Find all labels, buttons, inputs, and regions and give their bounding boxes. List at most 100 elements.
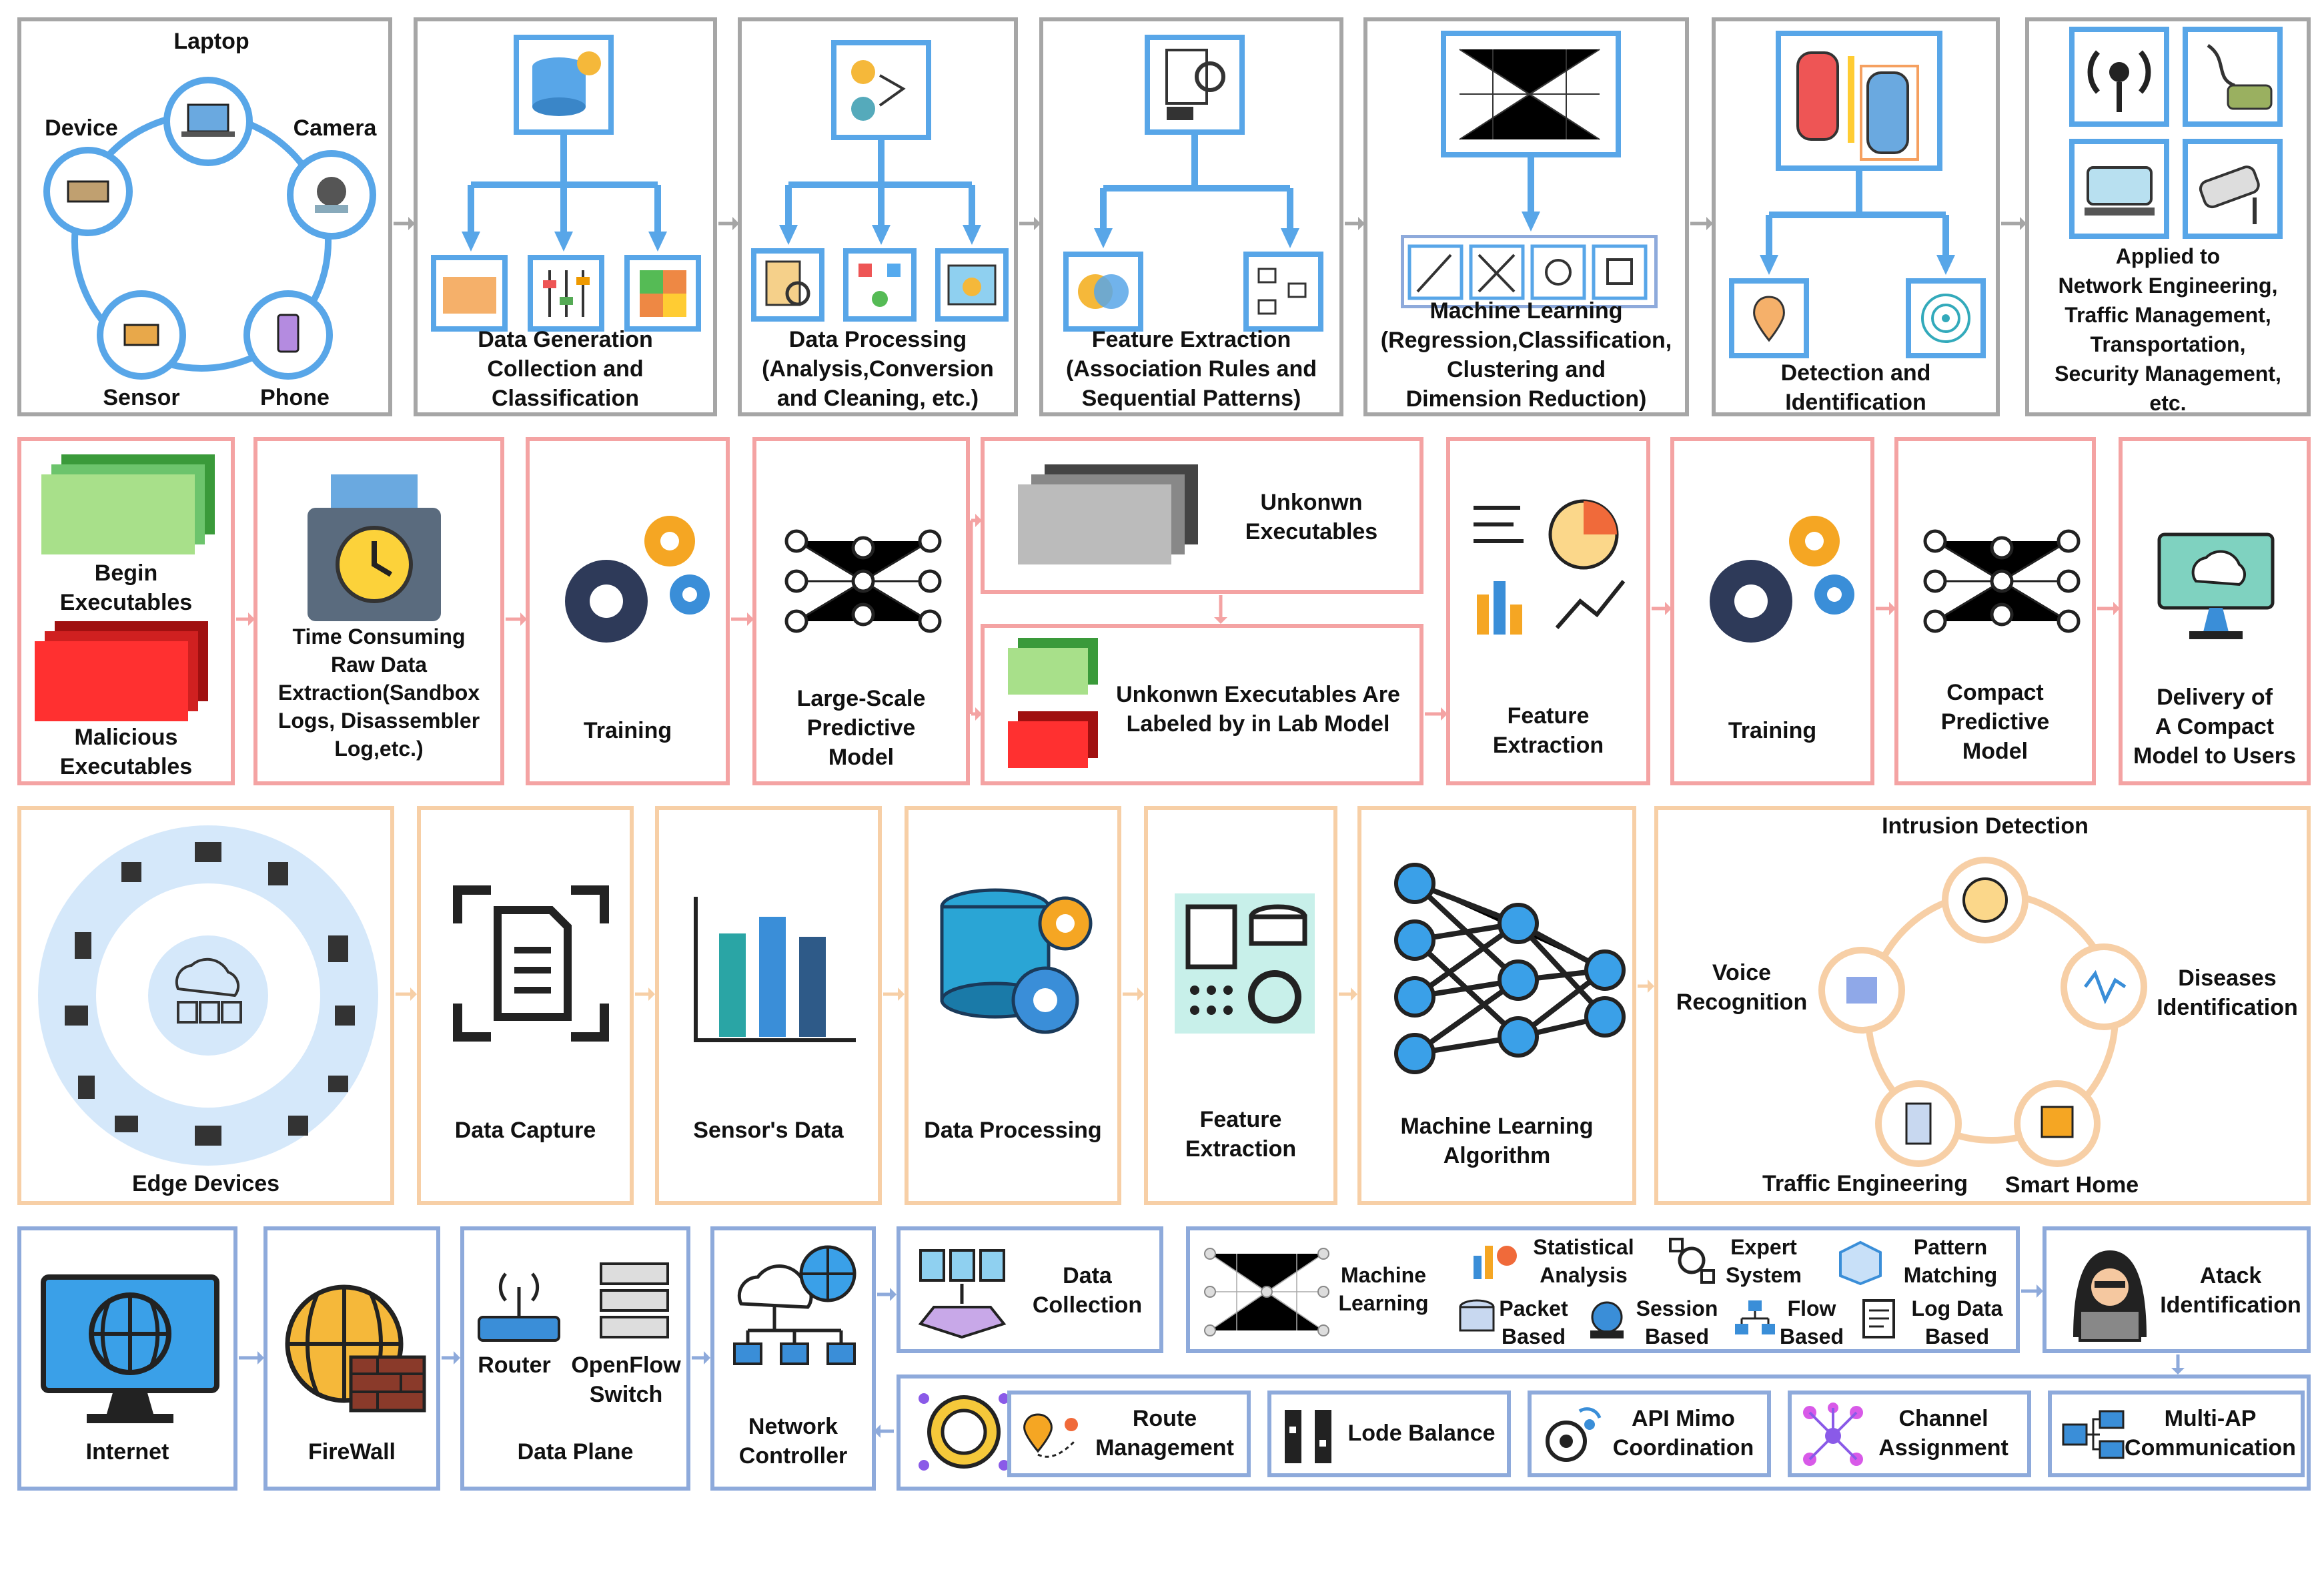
r3-edge-devices-panel: Edge Devices — [17, 806, 394, 1205]
flow-based-icon — [1735, 1300, 1775, 1334]
document-gear-icon — [1145, 35, 1245, 135]
multi-ap-icon — [2062, 1410, 2125, 1459]
applications-ring — [1818, 857, 2147, 1167]
r1-detection-panel: Detection and Identification — [1712, 17, 2000, 416]
session-based-icon — [1590, 1301, 1624, 1338]
api-gear-icon — [919, 1393, 1009, 1471]
r2-unknown-panel: Unkonwn Executables — [981, 437, 1423, 594]
large-model-nn-icon — [784, 529, 942, 633]
session-based-label: Session Based — [1636, 1296, 1718, 1348]
r3-sensor-data-panel: Sensor's Data — [655, 806, 882, 1205]
r4-analysis-methods-panel: Machine Learning Statistical Analysis Ex… — [1186, 1226, 2020, 1353]
location-chart-icon — [1729, 278, 1809, 358]
lode-balance-box: Lode Balance — [1267, 1391, 1511, 1477]
packet-based-label: Packet Based — [1499, 1296, 1568, 1348]
flow-based-label: Flow Based — [1779, 1296, 1844, 1348]
r2-feature-panel: Feature Extraction — [1446, 437, 1650, 785]
route-management-box: Route Management — [1007, 1391, 1251, 1477]
training-gears-icon-2 — [1710, 516, 1854, 643]
r2-raw-extraction-panel: Time Consuming Raw Data Extraction(Sandb… — [253, 437, 504, 785]
database-gear-icon — [514, 35, 614, 135]
antenna-icon — [2069, 27, 2169, 127]
malicious-executables-label: Malicious Executables — [59, 725, 193, 779]
data-collection-icon — [918, 1249, 1007, 1339]
channel-assignment-label: Channel Assignment — [1878, 1406, 2008, 1461]
machine-learning-label: Machine Learning (Regression,Classificat… — [1380, 298, 1672, 412]
branch-arrows — [779, 140, 981, 245]
r2-large-model-panel: Large-Scale Predictive Model — [752, 437, 970, 785]
sliders-icon — [528, 255, 604, 332]
r4-attack-identification-panel: Atack Identification — [2043, 1226, 2311, 1353]
statistical-analysis-label: Statistical Analysis — [1533, 1235, 1634, 1287]
lode-balance-label: Lode Balance — [1347, 1421, 1496, 1446]
laptop-label: Laptop — [173, 29, 249, 54]
pattern-matching-label: Pattern Matching — [1903, 1235, 1998, 1287]
r1-data-generation-panel: Data Generation Collection and Classific… — [414, 17, 717, 416]
channel-assignment-box: Channel Assignment — [1788, 1391, 2031, 1477]
feature-charts-icon — [1474, 499, 1626, 635]
folder-cloud-icon — [431, 255, 508, 332]
database-gears-icon — [940, 888, 1093, 1034]
heatmap-icon — [624, 255, 701, 332]
feature-extraction-label: Feature Extraction (Association Rules an… — [1066, 327, 1317, 411]
firewall-label: FireWall — [308, 1439, 396, 1465]
down-arrow — [1522, 157, 1540, 232]
data-generation-label: Data Generation Collection and Classific… — [478, 327, 653, 411]
camera-label: Camera — [293, 115, 377, 141]
r2-training2-panel: Training — [1670, 437, 1874, 785]
branch-arrows — [1760, 171, 1955, 275]
r4-network-management-panel: Route Management Lode Balance API Mimo C… — [897, 1374, 2311, 1491]
phone-label: Phone — [260, 385, 330, 410]
r1-applications-panel: Applied to Network Engineering, Traffic … — [2025, 17, 2311, 416]
sensor-label: Sensor — [103, 385, 180, 410]
raw-extraction-label: Time Consuming Raw Data Extraction(Sandb… — [277, 625, 480, 761]
r3-applications-panel: Intrusion Detection Voice Recognition Di… — [1654, 806, 2311, 1205]
r4-data-collection-panel: Data Collection — [897, 1226, 1163, 1353]
r1-devices-panel: Laptop Device Camera Sensor Phone — [17, 17, 392, 416]
large-model-label: Large-Scale Predictive Model — [796, 686, 926, 770]
compact-model-label: Compact Predictive Model — [1940, 680, 2050, 764]
api-mimo-icon — [1546, 1407, 1602, 1462]
edge-devices-label: Edge Devices — [131, 1171, 280, 1196]
clock-machine-icon — [308, 474, 441, 621]
transport-icon — [2069, 139, 2169, 239]
multi-ap-label: Multi-AP Communication — [2125, 1406, 2296, 1461]
security-camera-icon — [2183, 139, 2283, 239]
unknown-executables-stack — [1018, 464, 1198, 564]
r3-data-capture-panel: Data Capture — [417, 806, 634, 1205]
r3-feature-extraction-panel: Feature Extraction — [1144, 806, 1337, 1205]
route-management-label: Route Management — [1095, 1406, 1234, 1461]
channel-assignment-icon — [1803, 1403, 1863, 1466]
data-capture-label: Data Capture — [454, 1118, 596, 1143]
r1-data-processing-panel: Data Processing (Analysis,Conversion and… — [738, 17, 1018, 416]
intrusion-detection-label: Intrusion Detection — [1882, 813, 2089, 839]
radar-scan-icon — [1906, 278, 1986, 358]
cloud-monitor-icon — [2157, 532, 2275, 639]
device-label: Device — [45, 115, 118, 141]
hacker-icon — [2073, 1250, 2147, 1342]
feature-extraction-label: Feature Extraction — [1492, 703, 1604, 758]
data-plane-label: Data Plane — [517, 1439, 634, 1465]
router-icon — [478, 1272, 560, 1342]
r4-firewall-panel: FireWall — [263, 1226, 440, 1491]
feature-extraction-icon — [1175, 893, 1315, 1034]
r4-internet-panel: Internet — [17, 1226, 237, 1491]
r1-machine-learning-panel: Machine Learning (Regression,Classificat… — [1363, 17, 1689, 416]
router-label: Router — [478, 1352, 551, 1378]
openflow-switch-icon — [600, 1262, 669, 1338]
expert-system-icon — [1669, 1238, 1715, 1284]
r3-data-processing-panel: Data Processing — [905, 806, 1121, 1205]
log-data-icon — [1862, 1299, 1895, 1338]
statistical-icon — [1474, 1246, 1517, 1279]
attack-identification-label: Atack Identification — [2160, 1263, 2301, 1318]
sensor-data-label: Sensor's Data — [693, 1118, 844, 1143]
openflow-switch-label: OpenFlow Switch — [571, 1352, 681, 1407]
diseases-identification-label: Diseases Identification — [2157, 965, 2298, 1020]
training-label: Training — [583, 718, 672, 743]
data-processing-label: Data Processing (Analysis,Conversion and… — [762, 327, 994, 411]
api-mimo-box: API Mimo Coordination — [1528, 1391, 1771, 1477]
branch-arrows — [1094, 135, 1299, 248]
data-processing-label: Data Processing — [924, 1118, 1102, 1143]
data-collection-label: Data Collection — [1032, 1263, 1143, 1318]
r2-delivery-panel: Delivery of A Compact Model to Users — [2119, 437, 2311, 785]
